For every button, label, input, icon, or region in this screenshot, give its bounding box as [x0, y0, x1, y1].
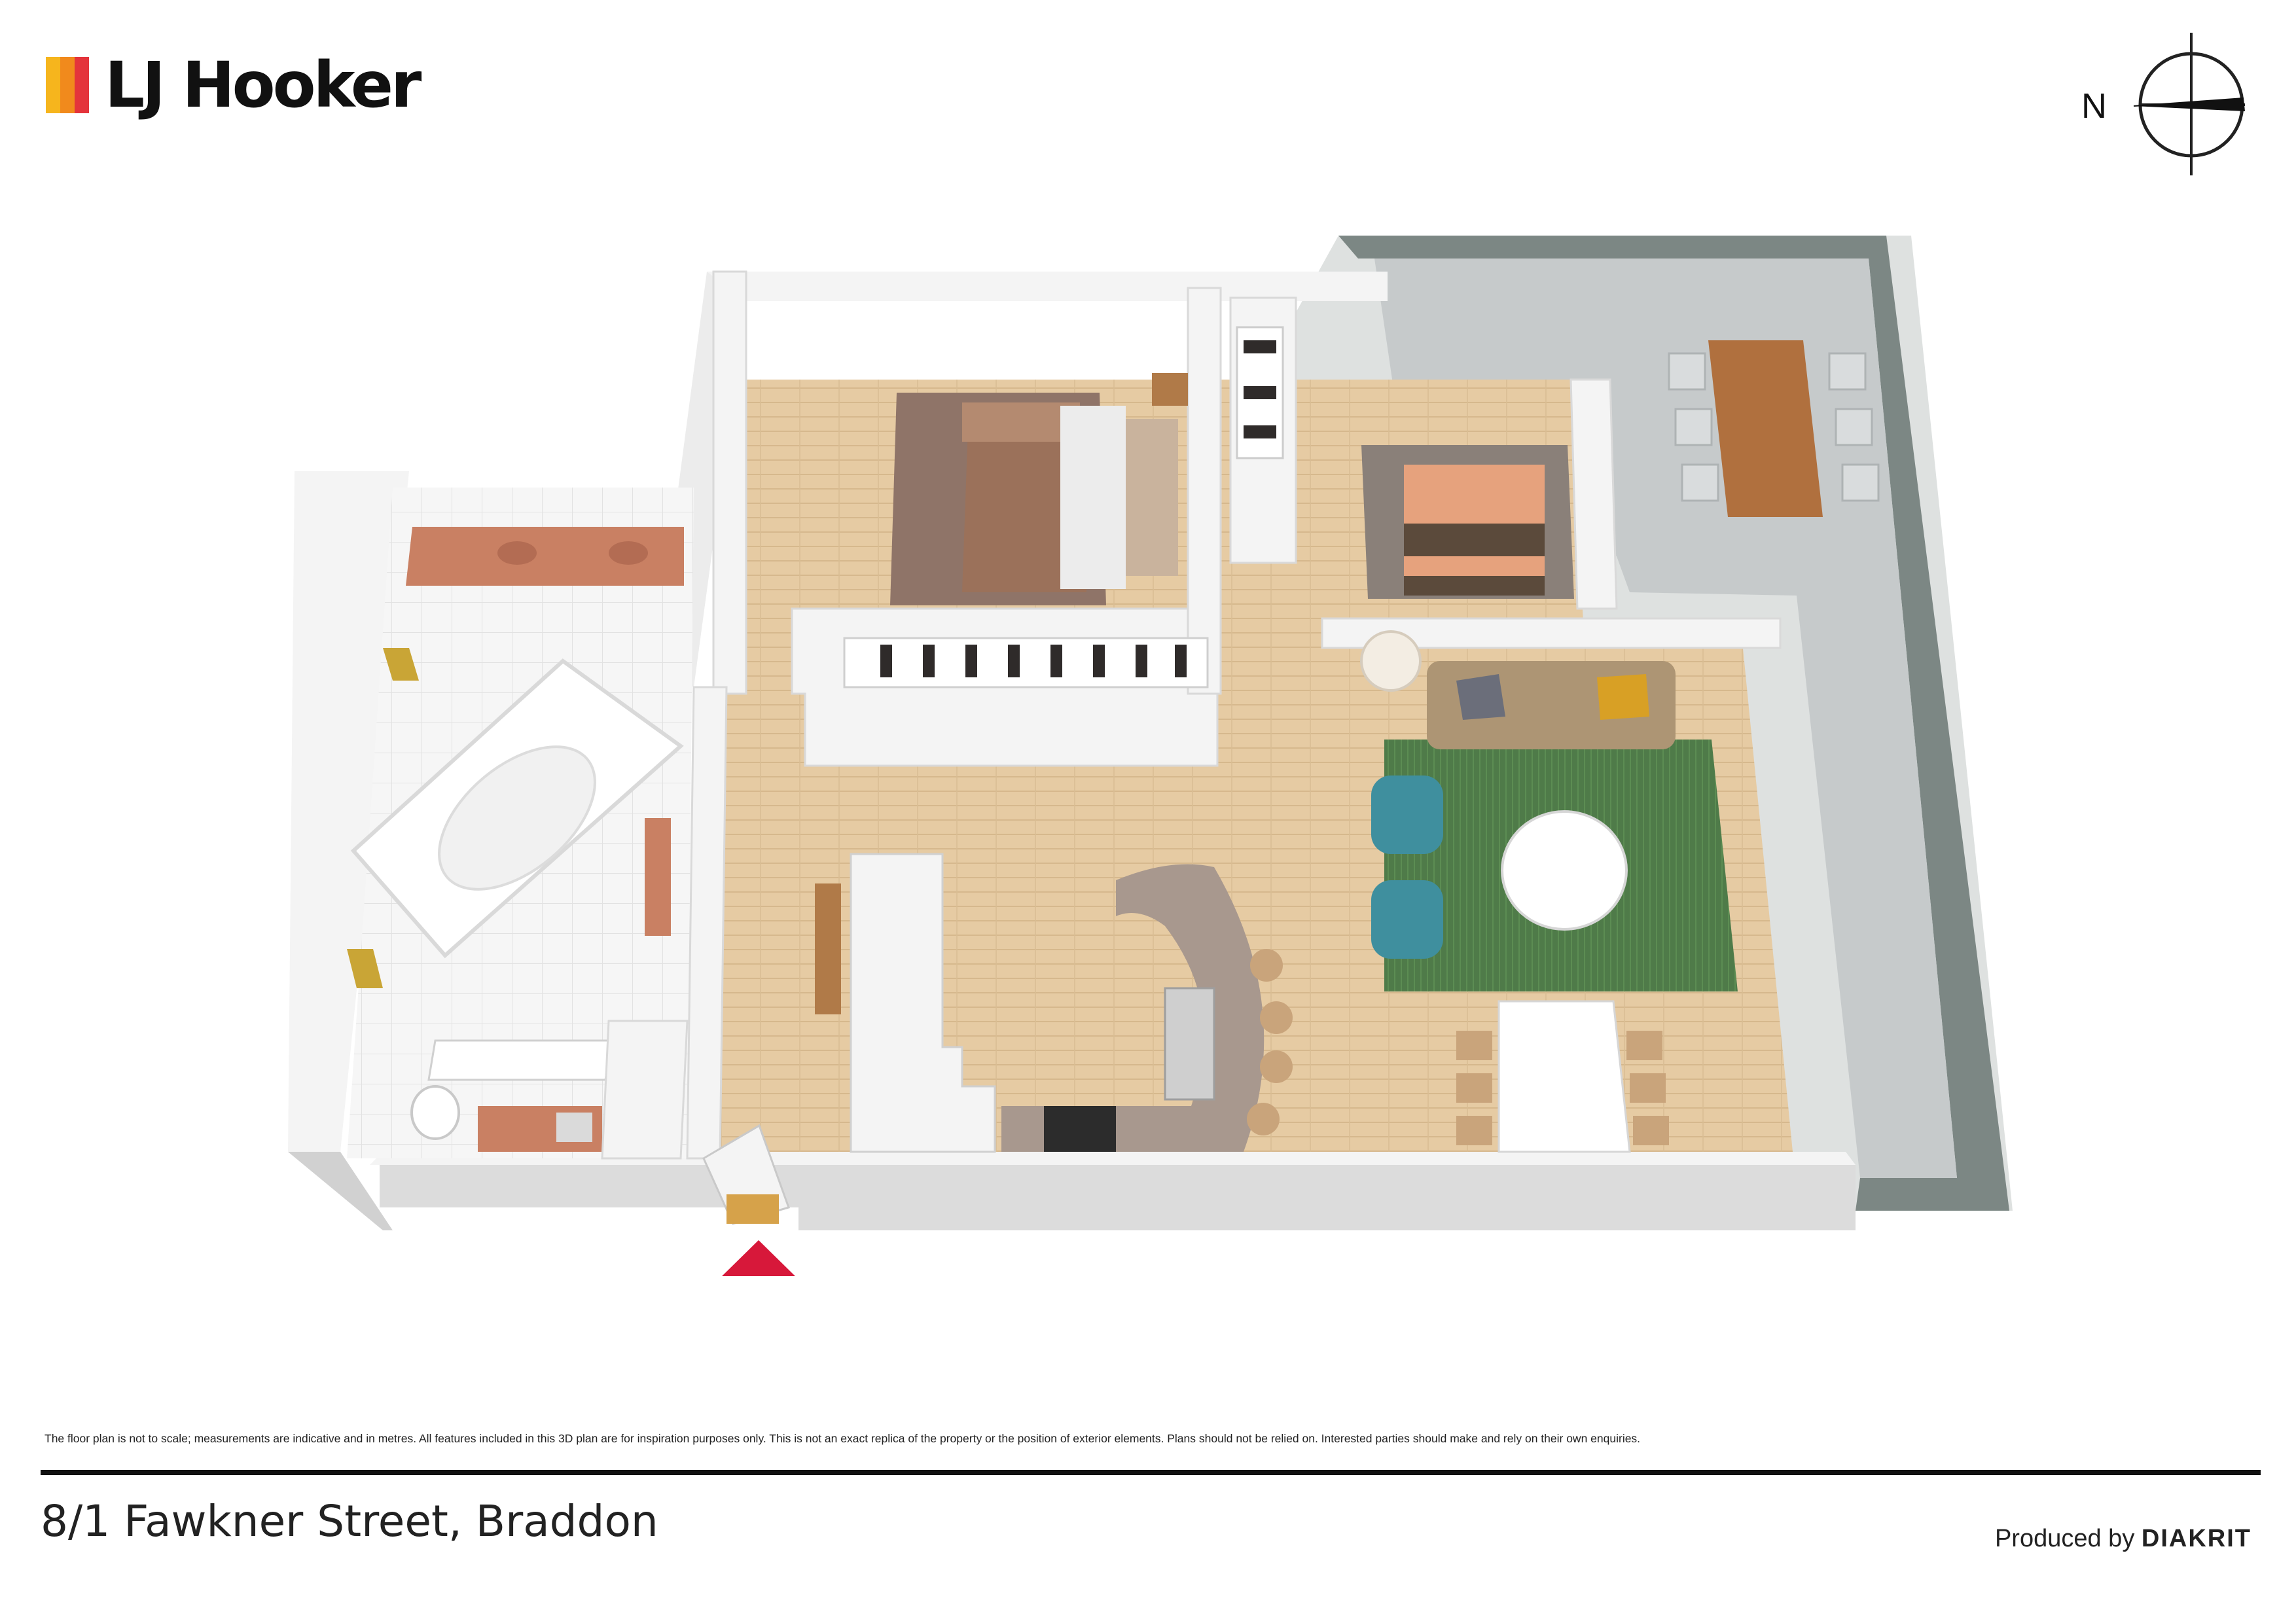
coffee-table — [1501, 810, 1628, 931]
bathroom-ledge — [645, 818, 671, 936]
footer-rule — [41, 1470, 2261, 1475]
kitchen-cabinets — [850, 853, 996, 1153]
terrace-table — [1708, 340, 1823, 517]
credit-company: DIAKRIT — [2141, 1525, 2251, 1552]
living-area — [1360, 630, 1738, 991]
cushion-left — [1456, 674, 1505, 720]
bed-1-pillows — [1126, 419, 1178, 576]
towel-bottom — [347, 949, 383, 988]
dining-area — [1456, 1000, 1669, 1153]
vanity — [406, 527, 684, 586]
kitchen-sink — [1164, 987, 1215, 1101]
bed-1-sheet — [1060, 406, 1126, 589]
disclaimer: The floor plan is not to scale; measurem… — [45, 1432, 1641, 1445]
floor-lamp — [1360, 630, 1422, 692]
laundry-sink — [556, 1113, 592, 1142]
bed-1-duvet — [962, 409, 1086, 592]
lj-hooker-logo: LJ Hooker — [46, 46, 422, 124]
produced-by-credit: Produced by DIAKRIT — [1995, 1525, 2251, 1553]
side-shelf — [815, 883, 841, 1014]
bedroom-1 — [890, 373, 1188, 605]
laundry — [406, 1039, 613, 1158]
armchairs — [1371, 776, 1443, 959]
cooktop — [1044, 1106, 1116, 1152]
entry-marker-icon — [722, 1240, 795, 1276]
property-address: 8/1 Fawkner Street, Braddon — [41, 1496, 658, 1546]
bathroom — [347, 488, 694, 1158]
entry — [702, 1124, 795, 1276]
credit-prefix: Produced by — [1994, 1525, 2135, 1552]
bar-stools — [1247, 949, 1293, 1135]
brand-name: LJ Hooker — [105, 48, 422, 122]
washing-machine — [410, 1085, 460, 1140]
wardrobe-1 — [843, 637, 1209, 688]
logo-bar-yellow — [46, 57, 60, 113]
kitchen-island-bench — [1001, 864, 1265, 1152]
basin-right — [609, 541, 648, 565]
bedroom-2 — [1236, 326, 1574, 599]
dining-table — [1498, 1000, 1631, 1153]
compass-north-label: N — [2081, 86, 2107, 126]
bedside-table — [1152, 373, 1188, 406]
terrace-dining — [1668, 340, 1880, 517]
basin-left — [497, 541, 537, 565]
towel-top — [383, 648, 419, 681]
north-compass-icon: N — [2081, 33, 2245, 175]
logo-bars — [46, 57, 89, 113]
logo-bar-orange — [60, 57, 75, 113]
logo-bar-red — [75, 57, 89, 113]
kitchen — [815, 853, 1293, 1153]
cushion-right — [1597, 674, 1649, 720]
